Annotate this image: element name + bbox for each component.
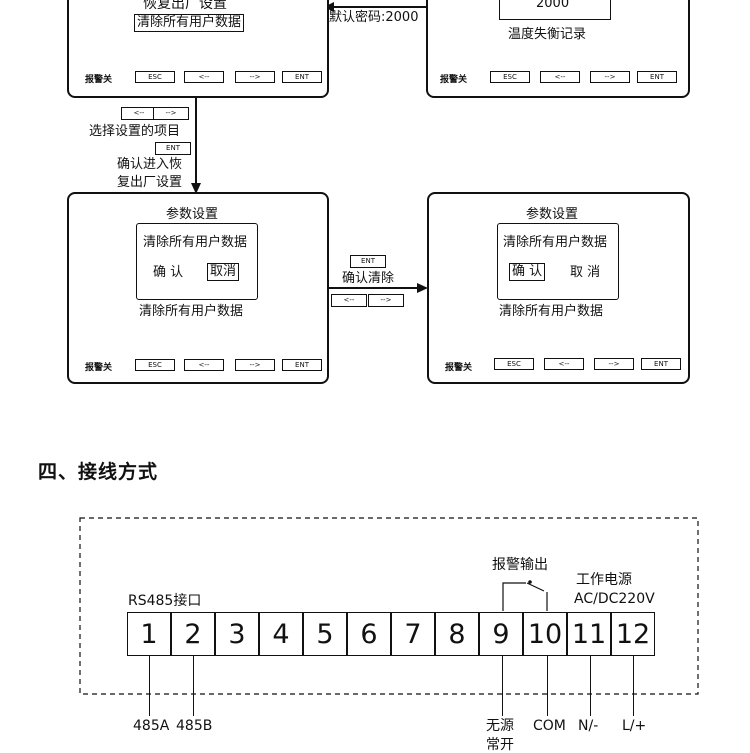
pin-label-passive: 无源 <box>486 718 514 734</box>
pin-label-normally-open: 常开 <box>486 737 514 753</box>
panel-footer: 清除所有用户数据 <box>139 304 244 319</box>
terminal-8: 8 <box>435 612 479 656</box>
pin-label-live: L/+ <box>622 718 647 734</box>
lead-wire-10 <box>547 656 548 716</box>
power-label: 工作电源 <box>576 572 632 588</box>
default-password-label: 默认密码:2000 <box>329 10 419 25</box>
esc-key[interactable]: ESC <box>490 71 530 83</box>
ent-key[interactable]: ENT <box>637 71 677 83</box>
ent-key[interactable]: ENT <box>350 255 386 268</box>
rs485-label: RS485接口 <box>128 593 202 609</box>
wiring-section-title: 四、接线方式 <box>38 461 159 483</box>
right-key[interactable]: --> <box>235 71 275 83</box>
panel-title: 参数设置 <box>526 207 579 222</box>
pin-label-com: COM <box>533 718 566 734</box>
terminal-3: 3 <box>215 612 259 656</box>
right-key[interactable]: --> <box>594 358 634 370</box>
right-key[interactable]: --> <box>235 359 275 371</box>
lead-wire-11 <box>590 656 591 716</box>
lead-wire-2 <box>193 656 194 716</box>
alarm-status: 报警关 <box>445 363 473 373</box>
relay-switch-icon <box>526 582 545 592</box>
ent-key[interactable]: ENT <box>282 359 322 371</box>
left-key[interactable]: <-- <box>331 294 367 307</box>
alarm-status: 报警关 <box>85 363 113 373</box>
value-display-box <box>499 0 611 20</box>
terminal-5: 5 <box>303 612 347 656</box>
confirm-clear-text: 确认清除 <box>342 271 395 286</box>
power-spec: AC/DC220V <box>574 591 655 607</box>
right-key[interactable]: --> <box>590 71 630 83</box>
right-key[interactable]: --> <box>153 107 189 120</box>
left-key[interactable]: <-- <box>544 358 584 370</box>
dialog-title: 清除所有用户数据 <box>143 235 248 250</box>
terminal-11: 11 <box>567 612 611 656</box>
terminal-4: 4 <box>259 612 303 656</box>
terminal-10: 10 <box>523 612 567 656</box>
terminal-9: 9 <box>479 612 523 656</box>
confirm-option-selected[interactable]: 确 认 <box>509 263 546 281</box>
dialog-title: 清除所有用户数据 <box>503 235 608 250</box>
terminal-7: 7 <box>391 612 435 656</box>
arrow-left-icon <box>324 2 334 12</box>
pin-label-neutral: N/- <box>578 718 599 734</box>
temperature-imbalance-caption: 温度失衡记录 <box>508 27 587 42</box>
lead-wire-12 <box>633 656 634 716</box>
ent-key[interactable]: ENT <box>282 71 322 83</box>
esc-key[interactable]: ESC <box>135 71 175 83</box>
left-key[interactable]: <-- <box>184 359 224 371</box>
cancel-option-selected[interactable]: 取消 <box>207 263 240 281</box>
esc-key[interactable]: ESC <box>494 358 534 370</box>
pin-label-485b: 485B <box>176 718 213 734</box>
cancel-option[interactable]: 取 消 <box>570 265 601 280</box>
alarm-status: 报警关 <box>85 75 113 85</box>
arrow-right-icon <box>417 283 428 293</box>
right-key[interactable]: --> <box>368 294 404 307</box>
left-key[interactable]: <-- <box>540 71 580 83</box>
pin-label-485a: 485A <box>133 718 170 734</box>
alarm-output-label: 报警输出 <box>492 557 548 573</box>
clear-data-dialog <box>497 223 619 300</box>
wiring-enclosure <box>79 517 699 695</box>
lead-wire-9 <box>502 656 503 716</box>
terminal-6: 6 <box>347 612 391 656</box>
panel-line-factory-reset: 恢复出厂设置 <box>143 0 227 12</box>
panel-title: 参数设置 <box>166 207 219 222</box>
confirm-enter-text-2: 复出厂设置 <box>117 175 183 190</box>
esc-key[interactable]: ESC <box>135 359 175 371</box>
select-item-text: 选择设置的项目 <box>89 124 181 139</box>
terminal-2: 2 <box>171 612 215 656</box>
terminal-12: 12 <box>611 612 655 656</box>
ent-key[interactable]: ENT <box>155 142 191 155</box>
alarm-status: 报警关 <box>440 75 468 85</box>
left-key[interactable]: <-- <box>121 107 157 120</box>
confirm-enter-text-1: 确认进入恢 <box>117 157 183 172</box>
left-key[interactable]: <-- <box>184 71 224 83</box>
terminal-1: 1 <box>127 612 171 656</box>
panel-line-clear-data: 清除所有用户数据 <box>134 14 245 32</box>
ent-key[interactable]: ENT <box>641 358 681 370</box>
confirm-option[interactable]: 确 认 <box>153 265 184 280</box>
lead-wire-1 <box>149 656 150 716</box>
value-readout: 2000 <box>536 0 570 11</box>
clear-data-dialog <box>136 223 258 300</box>
panel-footer: 清除所有用户数据 <box>499 304 604 319</box>
arrow-down-icon <box>191 183 201 194</box>
